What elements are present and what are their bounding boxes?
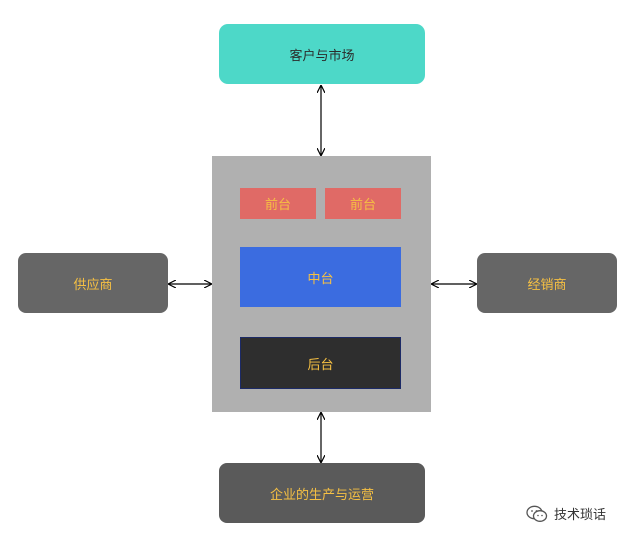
supplier-label: 供应商	[73, 277, 113, 293]
back-office-label: 后台	[307, 357, 334, 373]
watermark-text: 技术琐话	[554, 508, 607, 523]
front-office-box-1: 前台	[240, 188, 316, 219]
enterprise-operations-box: 企业的生产与运营	[219, 463, 425, 523]
customer-market-box: 客户与市场	[219, 24, 425, 84]
back-office-box: 后台	[240, 337, 401, 389]
wechat-icon	[526, 505, 548, 522]
dealer-label: 经销商	[527, 277, 567, 293]
middle-office-label: 中台	[307, 271, 334, 287]
enterprise-operations-label: 企业的生产与运营	[269, 487, 374, 503]
front-office-label-2: 前台	[349, 198, 376, 213]
customer-market-label: 客户与市场	[289, 48, 355, 64]
middle-office-box: 中台	[240, 247, 401, 307]
front-office-label-1: 前台	[264, 198, 291, 213]
front-office-box-2: 前台	[325, 188, 401, 219]
supplier-box: 供应商	[18, 253, 168, 313]
watermark: 技术琐话	[526, 504, 606, 523]
dealer-box: 经销商	[477, 253, 617, 313]
